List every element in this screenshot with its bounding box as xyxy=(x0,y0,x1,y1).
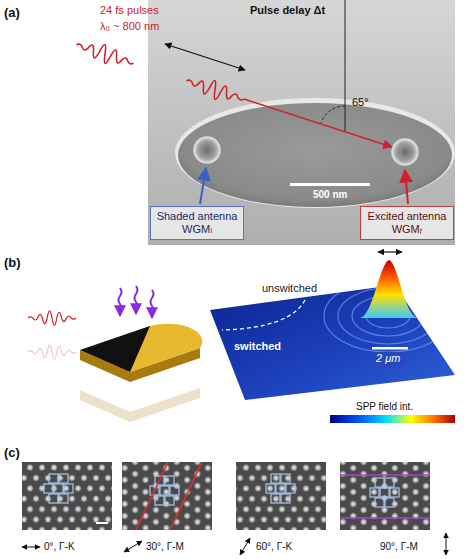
panel-label: (c) xyxy=(4,446,20,461)
orientation-label: 60°, Γ-K xyxy=(256,541,292,553)
delay-arrow xyxy=(165,44,245,70)
box-text: Shaded antenna WGMₗ xyxy=(155,210,239,236)
region-label: switched xyxy=(234,340,281,353)
angle-label: 65° xyxy=(352,96,369,109)
laser-pulses xyxy=(74,36,392,147)
panel-label: (b) xyxy=(4,256,21,271)
box-text: Excited antenna WGMᵣ xyxy=(365,210,449,236)
sem-image xyxy=(148,0,455,245)
field-peak xyxy=(360,260,418,318)
pointer-arrow xyxy=(200,168,206,204)
normal-line xyxy=(345,0,346,131)
orientation-label: 0°, Γ-K xyxy=(44,541,75,553)
orientation-label: 30°, Γ-M xyxy=(146,541,184,553)
panel-label: (a) xyxy=(4,6,20,21)
spp-field-plane xyxy=(210,252,455,400)
antenna-shaded xyxy=(194,137,220,163)
label-box: Excited antenna WGMᵣ xyxy=(360,206,454,240)
lattice-images xyxy=(22,462,430,530)
colorbar xyxy=(330,415,455,423)
scale-label: 500 nm xyxy=(313,189,347,201)
orientation-arrows xyxy=(22,533,446,555)
orientation-label: 90°, Γ-M xyxy=(380,541,418,553)
region-label: unswitched xyxy=(262,282,317,295)
pulse-label: 24 fs pulses xyxy=(100,4,159,17)
label-box: Shaded antenna WGMₗ xyxy=(150,206,244,240)
gold-antenna xyxy=(80,324,202,422)
incident-pulse xyxy=(28,311,76,359)
control-pulses xyxy=(119,286,154,318)
scale-bar xyxy=(290,183,370,186)
colorbar-label: SPP field int. xyxy=(356,401,413,413)
angle-arc xyxy=(321,106,345,123)
pointer-arrow xyxy=(405,170,408,204)
wavelength-label: λ₀ ~ 800 nm xyxy=(100,20,159,33)
delay-label: Pulse delay Δt xyxy=(250,4,325,17)
antenna-excited xyxy=(392,139,418,165)
scale-bar xyxy=(372,347,408,350)
scale-label: 2 μm xyxy=(374,352,402,365)
